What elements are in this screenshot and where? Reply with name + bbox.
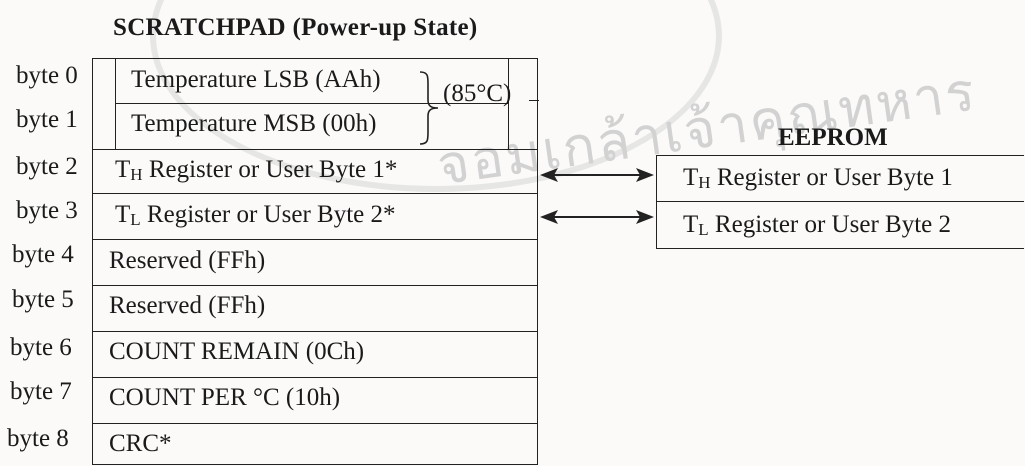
row-divider: [93, 149, 537, 150]
row-divider: [93, 331, 537, 332]
eeprom-tl-register: TL Register or User Byte 2: [683, 211, 951, 239]
eeprom-th-register: TH Register or User Byte 1: [683, 164, 953, 192]
cell-count-remain: COUNT REMAIN (0Ch): [109, 338, 365, 365]
byte-label: byte 2: [16, 153, 78, 180]
row-divider: [93, 285, 537, 286]
eeprom-title: EEPROM: [778, 124, 888, 151]
row-divider: [657, 201, 1024, 202]
row-divider: [116, 103, 508, 104]
byte-label: byte 7: [10, 378, 72, 405]
row-divider: [93, 193, 537, 194]
double-arrow-icon: [540, 168, 654, 182]
byte-label: byte 0: [16, 62, 78, 89]
double-arrow-icon: [540, 210, 654, 224]
temperature-group-box: [115, 59, 509, 149]
byte-label: byte 8: [7, 425, 69, 452]
scratchpad-title: SCRATCHPAD (Power-up State): [113, 14, 478, 41]
byte-label: byte 1: [16, 106, 78, 133]
cell-th-register: TH Register or User Byte 1*: [115, 156, 398, 184]
byte-label: byte 3: [16, 197, 78, 224]
byte-label: byte 4: [12, 241, 74, 268]
scratchpad-table: Temperature LSB (AAh) Temperature MSB (0…: [92, 58, 538, 465]
cell-reserved-5: Reserved (FFh): [109, 292, 266, 319]
eeprom-table: TH Register or User Byte 1 TL Register o…: [656, 155, 1024, 249]
row-divider: [93, 423, 537, 424]
cell-count-per-c: COUNT PER °C (10h): [109, 384, 341, 411]
connector-line: [529, 100, 539, 101]
brace-value: (85°C): [443, 80, 512, 107]
cell-temperature-lsb: Temperature LSB (AAh): [131, 66, 381, 93]
cell-tl-register: TL Register or User Byte 2*: [115, 201, 396, 229]
byte-label: byte 5: [12, 286, 74, 313]
row-divider: [93, 377, 537, 378]
cell-temperature-msb: Temperature MSB (00h): [131, 110, 377, 137]
byte-label: byte 6: [10, 334, 72, 361]
brace-icon: [419, 71, 439, 145]
cell-reserved-4: Reserved (FFh): [109, 247, 266, 274]
cell-crc: CRC*: [109, 430, 172, 457]
row-divider: [93, 239, 537, 240]
